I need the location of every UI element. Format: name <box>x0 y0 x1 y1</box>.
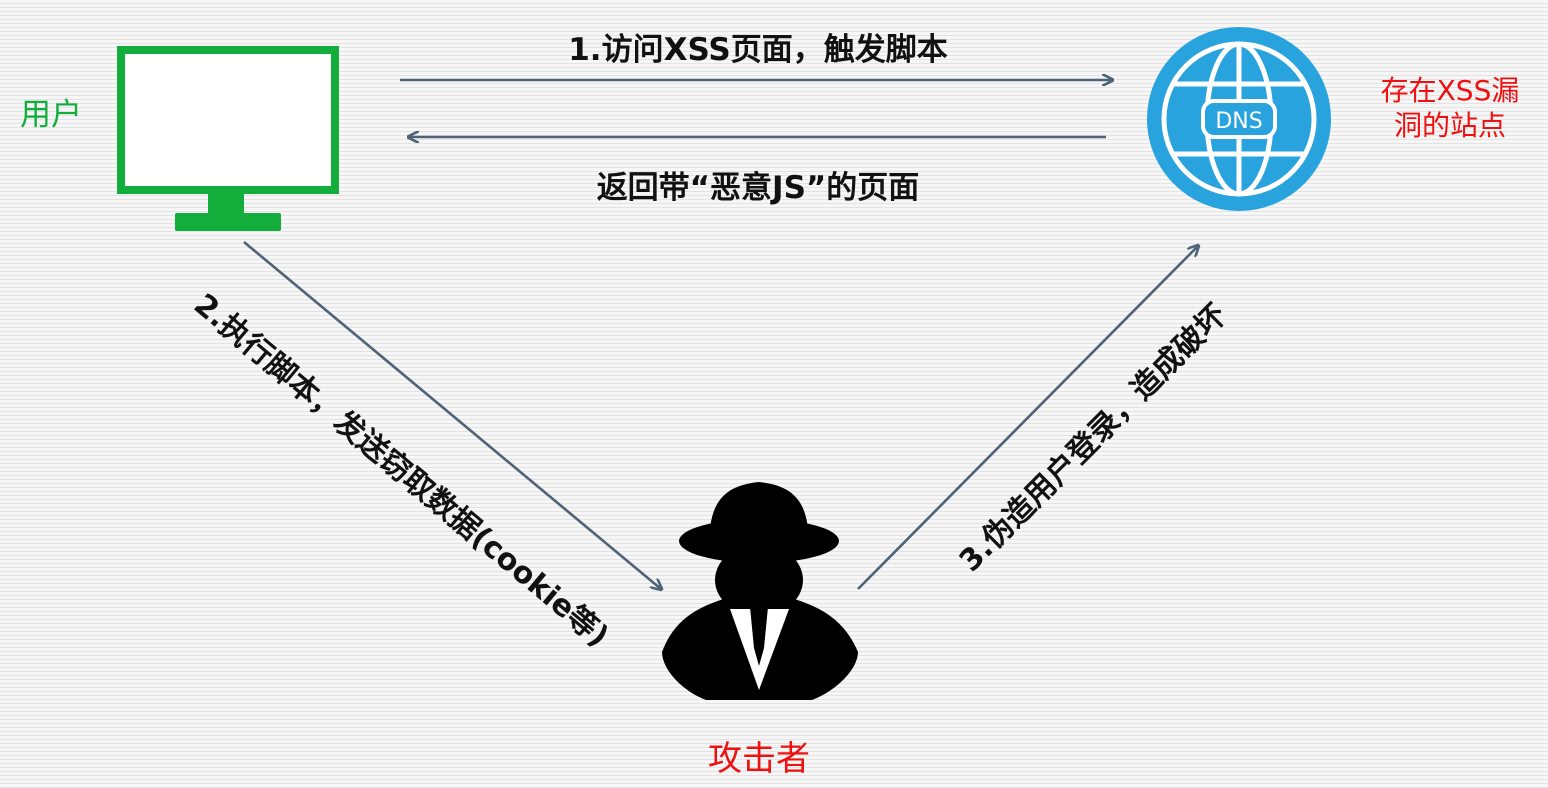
arrow-step3 <box>857 246 1198 590</box>
arrow-step2 <box>243 241 661 589</box>
site-label-line2: 洞的站点 <box>1394 109 1506 142</box>
return-label: 返回带“恶意JS”的页面 <box>597 170 920 206</box>
site-label-line1: 存在XSS漏 <box>1381 74 1520 107</box>
step3-label: 3.伪造用户登录，造成破坏 <box>953 298 1234 579</box>
dns-icon-text: DNS <box>1215 109 1262 134</box>
step2-label: 2.执行脚本，发送窃取数据(cookie等) <box>187 287 615 654</box>
user-label: 用户 <box>20 97 82 133</box>
step1-label: 1.访问XSS页面，触发脚本 <box>568 32 948 68</box>
dns-globe-icon: DNS <box>1147 27 1331 211</box>
attacker-label: 攻击者 <box>708 739 810 779</box>
hacker-icon <box>662 482 858 700</box>
monitor-icon <box>117 46 339 231</box>
